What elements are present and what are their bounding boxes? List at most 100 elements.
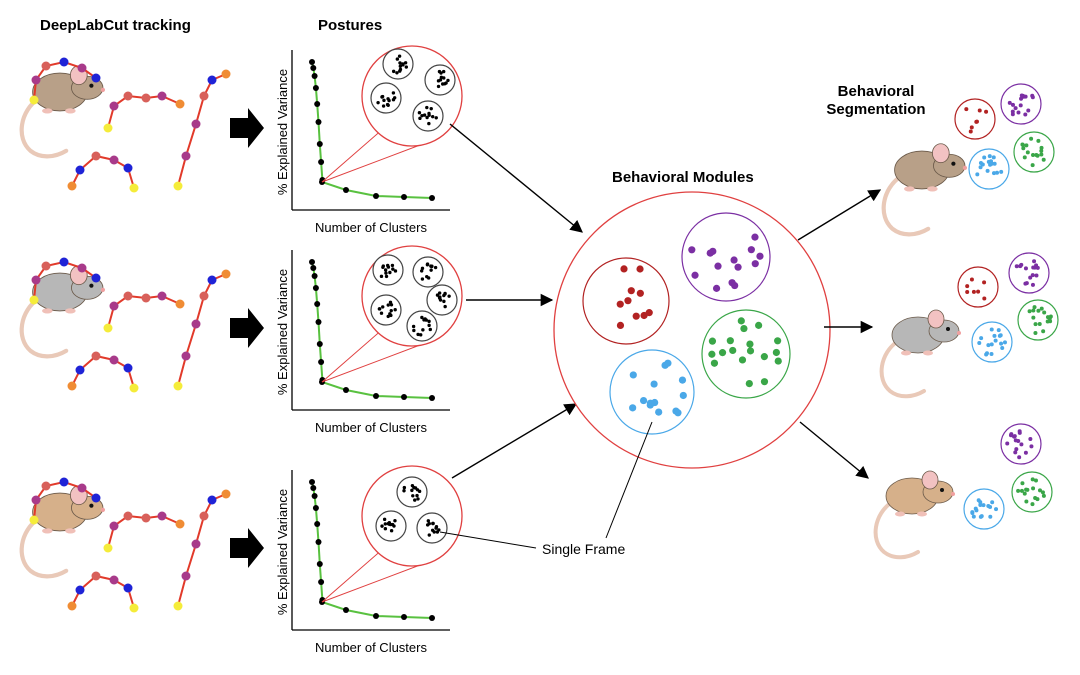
cluster-dot — [1020, 142, 1025, 147]
cluster-dot — [616, 300, 624, 308]
pose-skeleton — [173, 269, 231, 391]
cluster-dot — [381, 305, 385, 309]
mouse-eye — [946, 327, 950, 331]
keypoint — [207, 495, 217, 505]
keypoint — [77, 263, 87, 273]
keypoint — [175, 299, 185, 309]
cluster-dot — [437, 291, 442, 295]
cluster-dot — [1019, 93, 1024, 98]
cluster-dot — [1034, 273, 1039, 278]
mouse-nose — [100, 87, 106, 92]
elbow-point — [318, 359, 325, 365]
cluster-dot — [390, 263, 395, 268]
cluster-dot — [1012, 434, 1017, 439]
cluster-dot — [404, 65, 409, 69]
cluster-dot — [988, 505, 993, 510]
cluster-dot — [385, 102, 390, 107]
keypoint — [207, 275, 217, 285]
arrow-row3-to-modules — [451, 403, 578, 479]
pose-skeleton — [67, 351, 139, 393]
elbow-point — [318, 579, 325, 585]
elbow-point — [311, 73, 318, 79]
cluster-dot — [429, 268, 433, 272]
keypoint — [181, 571, 191, 581]
keypoint — [207, 75, 217, 85]
keypoint — [173, 181, 183, 191]
cluster-dot — [1023, 112, 1028, 117]
segment-cluster-outline — [1013, 131, 1055, 173]
cluster-dot — [391, 267, 395, 271]
cluster-dot — [419, 269, 424, 273]
cluster-dot — [1039, 152, 1044, 157]
mouse-foot — [917, 511, 927, 517]
cluster-dot — [996, 328, 1001, 333]
cluster-dot — [438, 298, 443, 302]
cluster-dot — [395, 71, 399, 75]
pose-skeleton — [103, 291, 185, 333]
module-purple-outline — [681, 212, 771, 302]
cluster-dot — [1016, 438, 1021, 443]
cluster-dot — [976, 498, 981, 503]
mouse-nose — [957, 331, 961, 335]
cluster-dot — [1017, 429, 1022, 434]
segment-cluster — [954, 98, 996, 140]
cluster-dot — [977, 341, 982, 346]
cluster-dot — [965, 284, 970, 289]
cluster-dot — [1018, 264, 1023, 269]
cluster-dot — [384, 271, 388, 275]
mouse-foot — [42, 108, 53, 114]
cluster-dot — [393, 269, 398, 273]
cluster-dot — [432, 530, 436, 534]
cluster-dot — [1034, 152, 1039, 157]
mouse-nose — [962, 165, 968, 170]
posture-clusters — [361, 45, 463, 147]
cluster-dot — [384, 274, 389, 279]
cluster-dot — [994, 507, 999, 512]
keypoint — [157, 291, 167, 301]
cluster-dot — [729, 346, 737, 355]
cluster-dot — [402, 485, 407, 490]
cluster-dot — [379, 311, 384, 315]
cluster-dot — [1013, 450, 1018, 455]
cluster-dot — [397, 54, 402, 58]
segmented-mouse-1 — [881, 143, 968, 237]
cluster-dot — [1041, 329, 1046, 334]
cluster-dot — [435, 530, 440, 534]
mouse-eye — [89, 503, 94, 508]
cluster-dot — [982, 155, 987, 160]
keypoint — [129, 603, 139, 613]
keypoint — [141, 513, 151, 523]
cluster-dot — [1016, 110, 1021, 115]
cluster-dot — [990, 500, 995, 505]
y-axis-label: % Explained Variance — [275, 269, 290, 395]
cluster-dot — [438, 78, 443, 82]
cluster-dot — [1041, 157, 1046, 162]
cluster-dot — [980, 162, 985, 167]
cluster-dot — [1036, 308, 1041, 313]
zoom-line — [321, 561, 429, 603]
elbow-point — [316, 341, 323, 347]
segment-cluster-outline — [971, 321, 1013, 363]
cluster-dot — [395, 57, 400, 61]
cluster-dot — [974, 508, 979, 513]
cluster-dot — [410, 488, 414, 493]
cluster-dot — [383, 527, 388, 531]
cluster-dot — [1017, 455, 1022, 460]
cluster-dot — [425, 263, 430, 267]
cluster-dot — [439, 75, 444, 79]
skeleton-line — [177, 273, 227, 387]
zoom-line — [321, 127, 385, 183]
cluster-dot — [427, 533, 431, 537]
cluster-dot — [1027, 309, 1032, 314]
keypoint — [199, 511, 209, 521]
cluster-dot — [1007, 100, 1012, 105]
cluster-dot — [434, 526, 438, 530]
keypoint — [175, 519, 185, 529]
cluster-dot — [991, 171, 996, 176]
elbow-point — [310, 65, 317, 71]
keypoint — [173, 381, 183, 391]
cluster-dot — [387, 98, 391, 103]
skeleton-line — [177, 73, 227, 187]
mouse-eye — [940, 488, 944, 492]
